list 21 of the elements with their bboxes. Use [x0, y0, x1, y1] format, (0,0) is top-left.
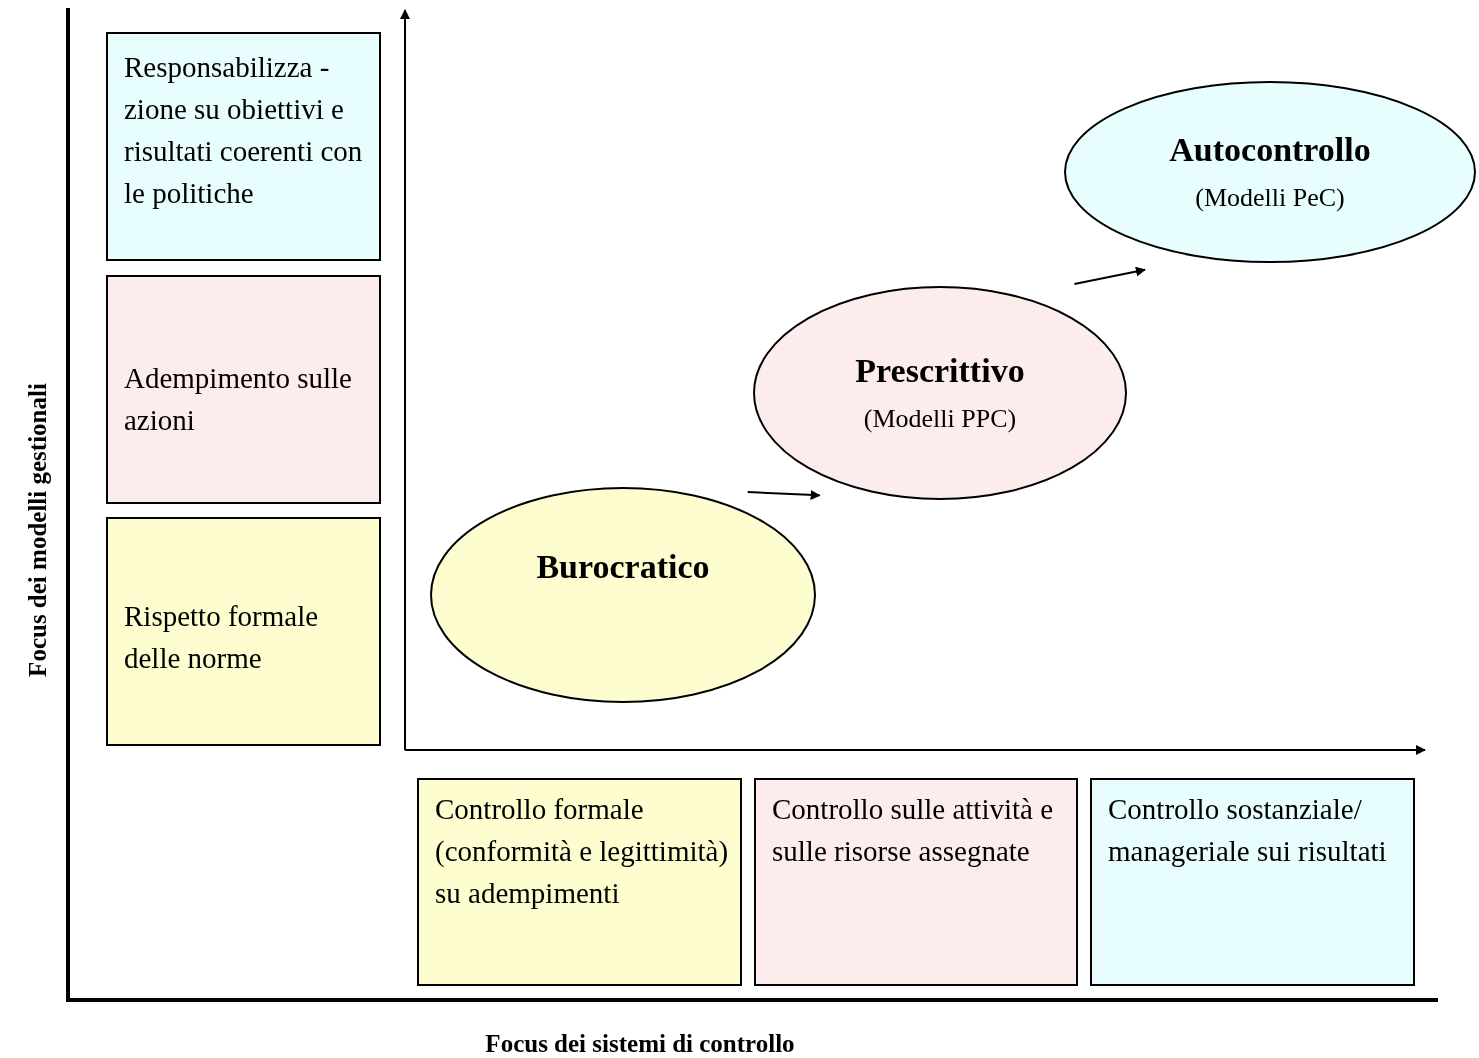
- category-box: [417, 778, 742, 986]
- category-box: [754, 778, 1078, 986]
- box-text: Controllo formale (conformità e legittimità) su adempimenti: [435, 792, 730, 911]
- box-text: Controllo sulle attività e sulle risorse assegnate: [772, 792, 1055, 869]
- model-title: Burocratico: [536, 548, 710, 586]
- box-text: Rispetto formale delle norme: [124, 599, 320, 676]
- category-box: [106, 32, 381, 261]
- category-box: [1090, 778, 1415, 986]
- box-text: Responsabilizza -zione su obiettivi e risultati coerenti con le politiche: [124, 50, 364, 211]
- axis-title: Focus dei sistemi di controllo: [485, 1030, 795, 1058]
- axis-title: Focus dei modelli gestionali: [24, 383, 52, 677]
- model-title: Autocontrollo: [1169, 131, 1371, 169]
- model-subtitle: (Modelli PPC): [863, 404, 1017, 434]
- box-text: Controllo sostanziale/ manageriale sui risultati: [1108, 792, 1388, 869]
- arrow: [746, 489, 821, 500]
- box-text: Adempimento sulle azioni: [124, 361, 353, 438]
- category-box: [106, 517, 381, 746]
- model-title: Prescrittivo: [855, 352, 1025, 390]
- model-subtitle: (Modelli PeC): [1195, 183, 1345, 213]
- arrow: [1073, 266, 1146, 285]
- category-box: [106, 275, 381, 504]
